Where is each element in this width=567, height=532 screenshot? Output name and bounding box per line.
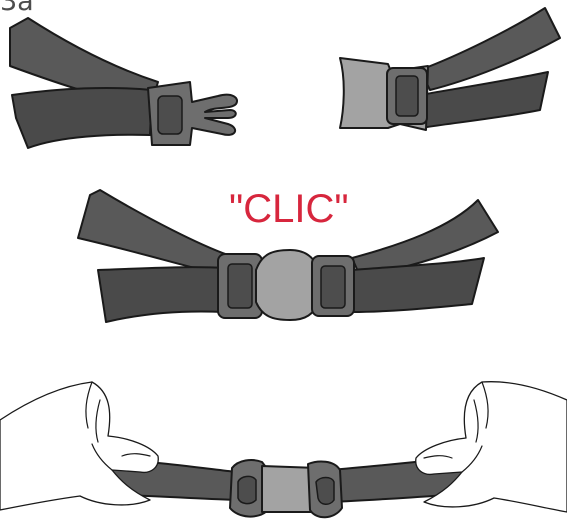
right-strap-female-side — [420, 8, 560, 128]
left-strap-male-side — [10, 18, 158, 148]
middle-left-strap — [78, 190, 228, 322]
panel-tighten — [0, 382, 567, 518]
panel-separated — [10, 8, 560, 148]
left-hand — [0, 382, 158, 510]
connected-buckle — [218, 250, 354, 320]
bottom-buckle — [230, 460, 342, 517]
female-buckle — [340, 58, 428, 130]
clic-sound-label: "CLIC" — [229, 187, 349, 232]
male-buckle — [148, 82, 237, 145]
middle-right-strap — [352, 200, 498, 312]
